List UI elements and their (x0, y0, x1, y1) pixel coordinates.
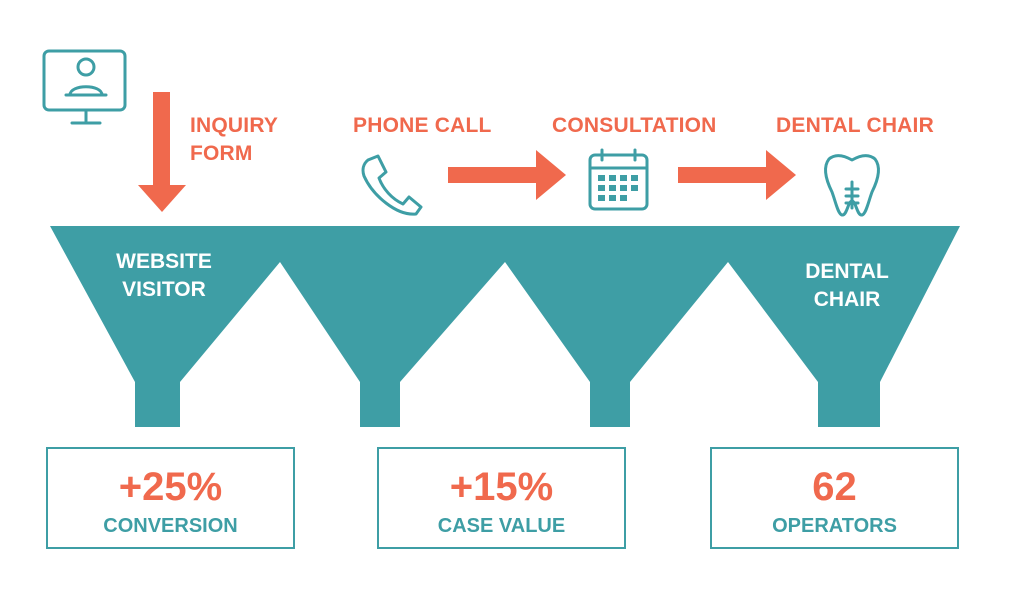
phone-icon (361, 154, 423, 216)
funnel-band (50, 226, 960, 427)
stat-label: CASE VALUE (437, 515, 566, 537)
stage-label-inquiry-form: INQUIRY FORM (190, 114, 279, 165)
stat-value: +15% (449, 465, 554, 509)
stat-label: CONVERSION (103, 515, 238, 537)
arrow-right-icon (448, 150, 566, 200)
tooth-icon (824, 154, 880, 217)
monitor-user-icon (42, 49, 127, 125)
funnel-label-website-visitor: WEBSITE VISITOR (116, 250, 212, 301)
stat-box-operators: 62 OPERATORS (710, 447, 959, 549)
stage-label-dental-chair: DENTAL CHAIR (776, 114, 934, 137)
funnel-label-dental-chair: DENTAL CHAIR (805, 260, 889, 311)
stat-label: OPERATORS (772, 515, 897, 537)
stat-box-case-value: +15% CASE VALUE (377, 447, 626, 549)
stage-label-phone-call: PHONE CALL (353, 114, 492, 137)
stage-label-consultation: CONSULTATION (552, 114, 717, 137)
stat-box-conversion: +25% CONVERSION (46, 447, 295, 549)
arrow-down-icon (138, 92, 186, 212)
arrow-right-icon (678, 150, 796, 200)
stat-value: 62 (812, 465, 857, 509)
stat-value: +25% (118, 465, 223, 509)
calendar-icon (588, 148, 649, 211)
